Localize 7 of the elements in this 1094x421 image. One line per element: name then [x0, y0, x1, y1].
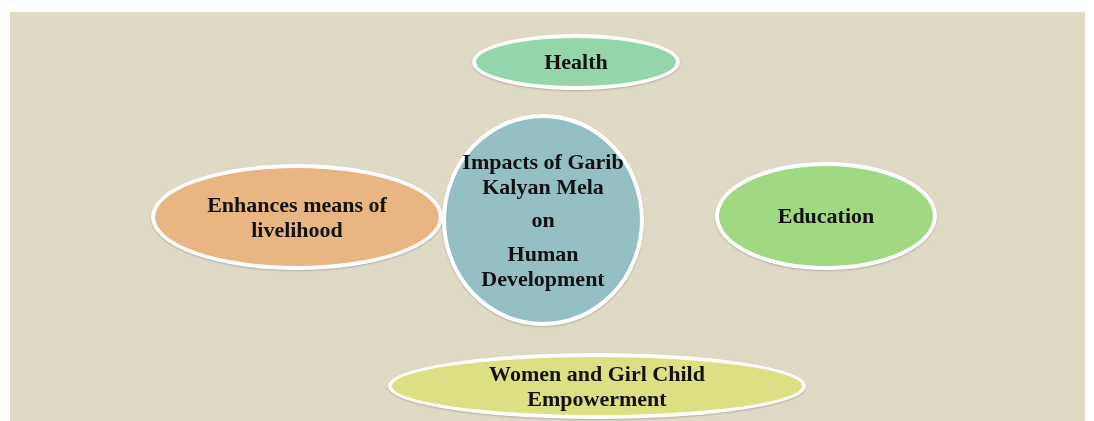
node-label: Women and Girl Child Empowerment: [488, 360, 706, 412]
node-label: Human Development: [480, 240, 606, 292]
node-label: Enhances means of livelihood: [206, 191, 388, 243]
node-label: Education: [777, 203, 875, 229]
node-label: on: [531, 207, 555, 233]
node-label: Health: [544, 49, 608, 75]
node-label: Impacts of Garib Kalyan Mela: [461, 148, 625, 200]
